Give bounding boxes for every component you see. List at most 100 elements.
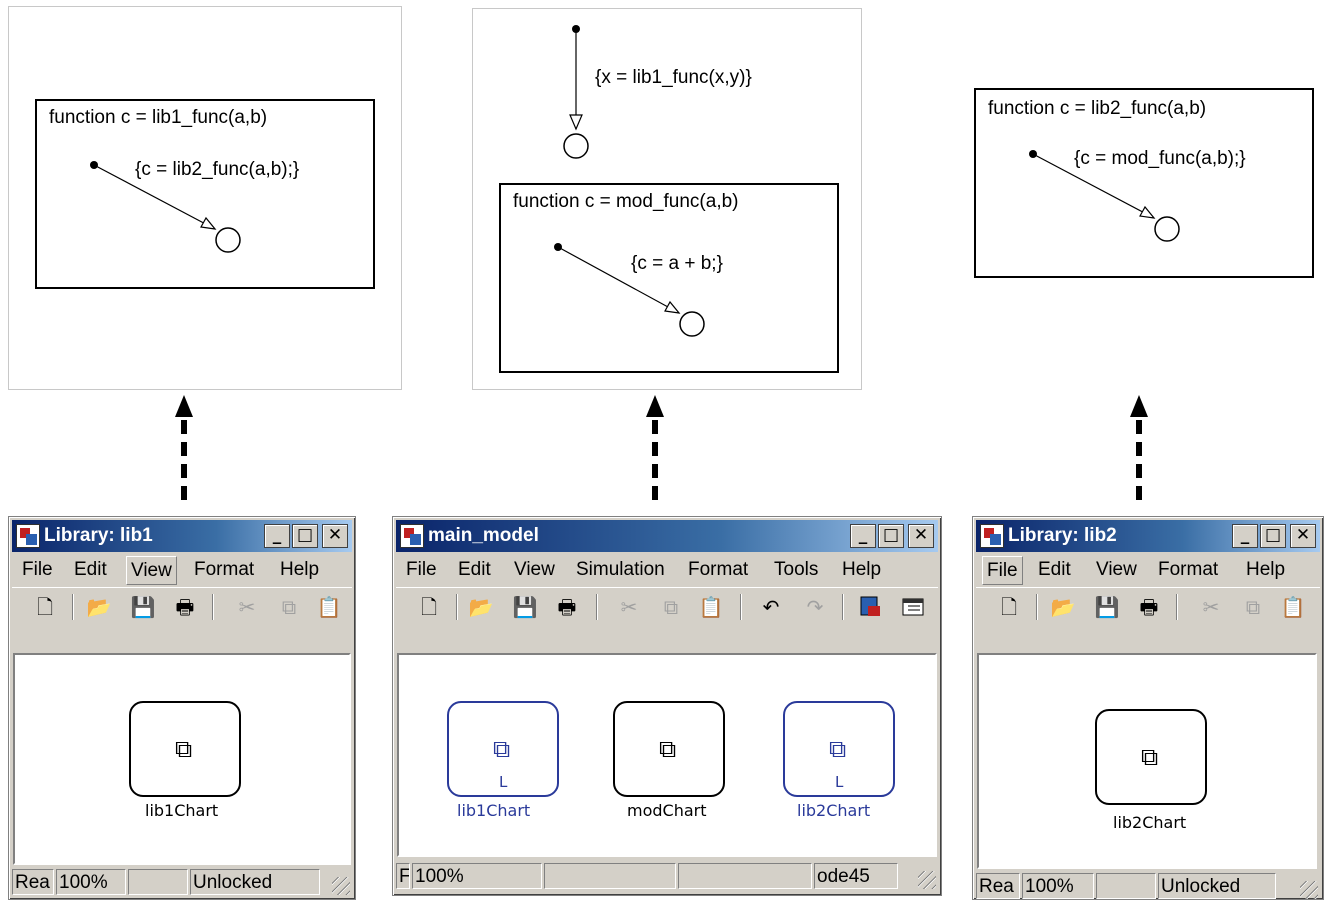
print-icon[interactable]: 🖶 <box>1139 595 1159 619</box>
new-icon[interactable]: 🗋 <box>420 595 438 619</box>
lib1chart-block[interactable]: ⧉ L <box>447 701 559 797</box>
close-button[interactable]: ✕ <box>322 524 348 548</box>
menu-simulation[interactable]: Simulation <box>576 559 665 580</box>
open-icon[interactable]: 📂 <box>1050 595 1076 619</box>
menu-format[interactable]: Format <box>194 559 255 580</box>
resize-grip[interactable] <box>332 877 350 895</box>
menu-file[interactable]: File <box>406 559 437 580</box>
status-empty <box>1096 873 1156 899</box>
minimize-button[interactable]: _ <box>1232 524 1258 548</box>
lib2chart-block[interactable]: ⧉ L <box>783 701 895 797</box>
main-top-transition-label: {x = lib1_func(x,y)} <box>595 67 752 88</box>
menu-edit[interactable]: Edit <box>1038 559 1071 580</box>
menu-edit[interactable]: Edit <box>74 559 107 580</box>
lib2-menubar: File Edit View Format Help <box>976 555 1320 585</box>
undo-icon[interactable]: ↶ <box>762 595 780 619</box>
open-icon[interactable]: 📂 <box>86 595 112 619</box>
library-browser-glyph <box>860 596 880 616</box>
simulink-icon <box>16 524 40 548</box>
maximize-button[interactable]: □ <box>878 524 904 548</box>
toolbar-separator <box>842 594 844 620</box>
menu-format[interactable]: Format <box>688 559 749 580</box>
save-icon[interactable]: 💾 <box>130 595 156 619</box>
modchart-block[interactable]: ⧉ <box>613 701 725 797</box>
lib1-chart-panel: function c = lib1_func(a,b) {c = lib2_fu… <box>8 6 402 390</box>
library-link-badge: L <box>835 773 844 791</box>
resize-grip[interactable] <box>1300 881 1318 899</box>
lib2chart-block[interactable]: ⧉ <box>1095 709 1207 805</box>
minimize-button[interactable]: _ <box>850 524 876 548</box>
copy-icon[interactable]: ⧉ <box>663 595 679 619</box>
model-explorer-icon[interactable] <box>900 594 926 620</box>
status-empty <box>128 869 188 895</box>
lib1chart-block[interactable]: ⧉ <box>129 701 241 797</box>
cut-icon[interactable]: ✂ <box>238 595 256 619</box>
save-icon[interactable]: 💾 <box>512 595 538 619</box>
lib2-toolbar: 🗋 📂 💾 🖶 ✂ ⧉ 📋 <box>976 587 1320 626</box>
copy-icon[interactable]: ⧉ <box>1245 595 1261 619</box>
print-icon[interactable]: 🖶 <box>175 595 195 619</box>
redo-icon[interactable]: ↷ <box>806 595 824 619</box>
status-zoom: 100% <box>1022 873 1094 899</box>
minimize-button[interactable]: _ <box>264 524 290 548</box>
main-titlebar[interactable]: main_model _ □ ✕ <box>396 520 938 552</box>
library-browser-icon[interactable] <box>858 594 884 620</box>
main-canvas[interactable]: ⧉ L lib1Chart ⧉ modChart ⧉ L lib2Chart <box>397 653 937 857</box>
lib2-transition-graphic <box>1029 150 1180 242</box>
status-zoom: 100% <box>56 869 126 895</box>
toolbar-separator <box>212 594 214 620</box>
menu-help[interactable]: Help <box>1246 559 1286 580</box>
lib2-transition-label: {c = mod_func(a,b);} <box>1074 148 1246 169</box>
lib2chart-block-label: lib2Chart <box>797 801 871 820</box>
status-ready: F <box>396 863 410 889</box>
paste-icon[interactable]: 📋 <box>1280 595 1306 619</box>
toolbar-separator <box>1176 594 1178 620</box>
lib1-transition-label: {c = lib2_func(a,b);} <box>135 159 300 180</box>
close-button[interactable]: ✕ <box>908 524 934 548</box>
print-icon[interactable]: 🖶 <box>557 595 577 619</box>
main-chart-panel: {x = lib1_func(x,y)} function c = mod_fu… <box>472 8 862 390</box>
paste-icon[interactable]: 📋 <box>698 595 724 619</box>
menu-file[interactable]: File <box>982 556 1023 585</box>
copy-icon[interactable]: ⧉ <box>281 595 297 619</box>
cut-icon[interactable]: ✂ <box>1202 595 1220 619</box>
lib2-func-header: function c = lib2_func(a,b) <box>988 98 1207 119</box>
close-button[interactable]: ✕ <box>1290 524 1316 548</box>
lib1-titlebar[interactable]: Library: lib1 _ □ ✕ <box>12 520 352 552</box>
new-icon[interactable]: 🗋 <box>36 595 54 619</box>
maximize-button[interactable]: □ <box>1260 524 1286 548</box>
lib1-window: Library: lib1 _ □ ✕ File Edit View Forma… <box>8 516 356 900</box>
lib2-statusbar: Rea 100% Unlocked <box>976 871 1320 901</box>
menu-edit[interactable]: Edit <box>458 559 491 580</box>
chart-icon: ⧉ <box>659 735 677 763</box>
menu-help[interactable]: Help <box>842 559 882 580</box>
main-window-title: main_model <box>428 525 539 546</box>
menu-file[interactable]: File <box>22 559 53 580</box>
menu-help[interactable]: Help <box>280 559 320 580</box>
cut-icon[interactable]: ✂ <box>620 595 638 619</box>
lib1-window-title: Library: lib1 <box>44 525 153 546</box>
lib2-window-title: Library: lib2 <box>1008 525 1117 546</box>
toolbar-separator <box>456 594 458 620</box>
maximize-button[interactable]: □ <box>292 524 318 548</box>
menu-format[interactable]: Format <box>1158 559 1219 580</box>
status-empty-2 <box>678 863 812 889</box>
lib1-canvas[interactable]: ⧉ lib1Chart <box>13 653 351 865</box>
save-icon[interactable]: 💾 <box>1094 595 1120 619</box>
lib2-titlebar[interactable]: Library: lib2 _ □ ✕ <box>976 520 1320 552</box>
status-solver: ode45 <box>814 863 898 889</box>
lib1-transition-graphic <box>90 161 241 253</box>
main-toolbar: 🗋 📂 💾 🖶 ✂ ⧉ 📋 ↶ ↷ <box>396 587 938 626</box>
lib2-canvas[interactable]: ⧉ lib2Chart <box>977 653 1317 869</box>
new-icon[interactable]: 🗋 <box>1000 595 1018 619</box>
resize-grip[interactable] <box>918 871 936 889</box>
open-icon[interactable]: 📂 <box>468 595 494 619</box>
mod-transition-label: {c = a + b;} <box>631 253 723 274</box>
menu-tools[interactable]: Tools <box>774 559 819 580</box>
menu-view[interactable]: View <box>514 559 555 580</box>
paste-icon[interactable]: 📋 <box>316 595 342 619</box>
menu-view[interactable]: View <box>126 556 177 585</box>
menu-view[interactable]: View <box>1096 559 1137 580</box>
mod-func-header: function c = mod_func(a,b) <box>513 191 739 212</box>
lib1chart-block-label: lib1Chart <box>457 801 531 820</box>
